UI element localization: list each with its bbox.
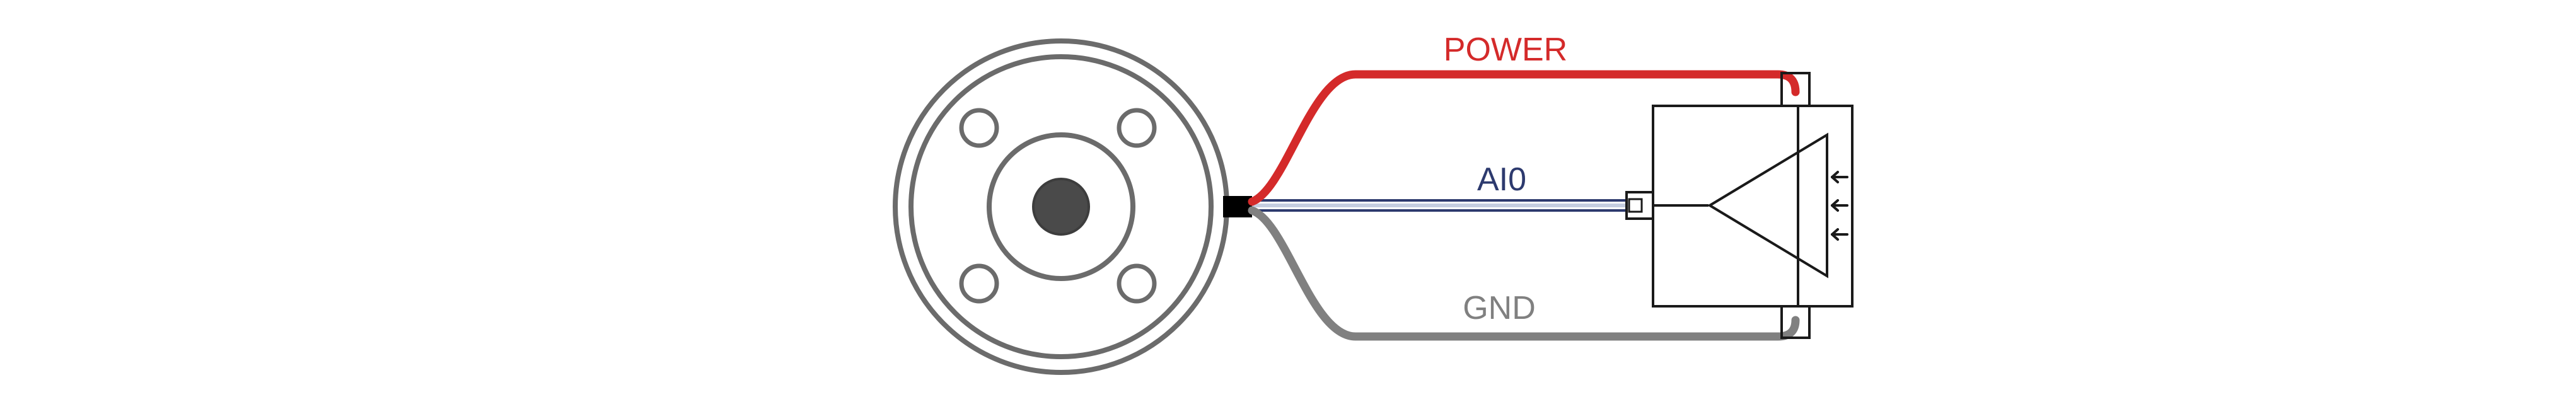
acquisition-device — [1625, 72, 1854, 339]
mounting-hole-bottom-right — [1117, 263, 1157, 304]
signal-wire — [1252, 199, 1627, 212]
input-arrow-icon — [1831, 171, 1848, 241]
power-label: POWER — [1444, 32, 1567, 68]
amplifier-triangle-icon — [1707, 132, 1828, 279]
ground-label: GND — [1463, 290, 1536, 326]
ground-wire — [1248, 206, 1800, 341]
power-wire — [1248, 70, 1800, 206]
mounting-hole-top-right — [1117, 108, 1157, 148]
mounting-hole-top-left — [959, 108, 999, 148]
sensor-inner-ring — [987, 132, 1135, 281]
mounting-hole-bottom-left — [959, 263, 999, 304]
signal-label: AI0 — [1477, 161, 1526, 198]
signal-terminal — [1625, 191, 1654, 220]
signal-terminal-pin — [1628, 198, 1643, 213]
cable-connector — [1223, 196, 1252, 217]
load-cell-sensor — [893, 38, 1229, 375]
sensor-center-post — [1032, 178, 1090, 236]
sensor-flange-ring — [908, 54, 1214, 359]
